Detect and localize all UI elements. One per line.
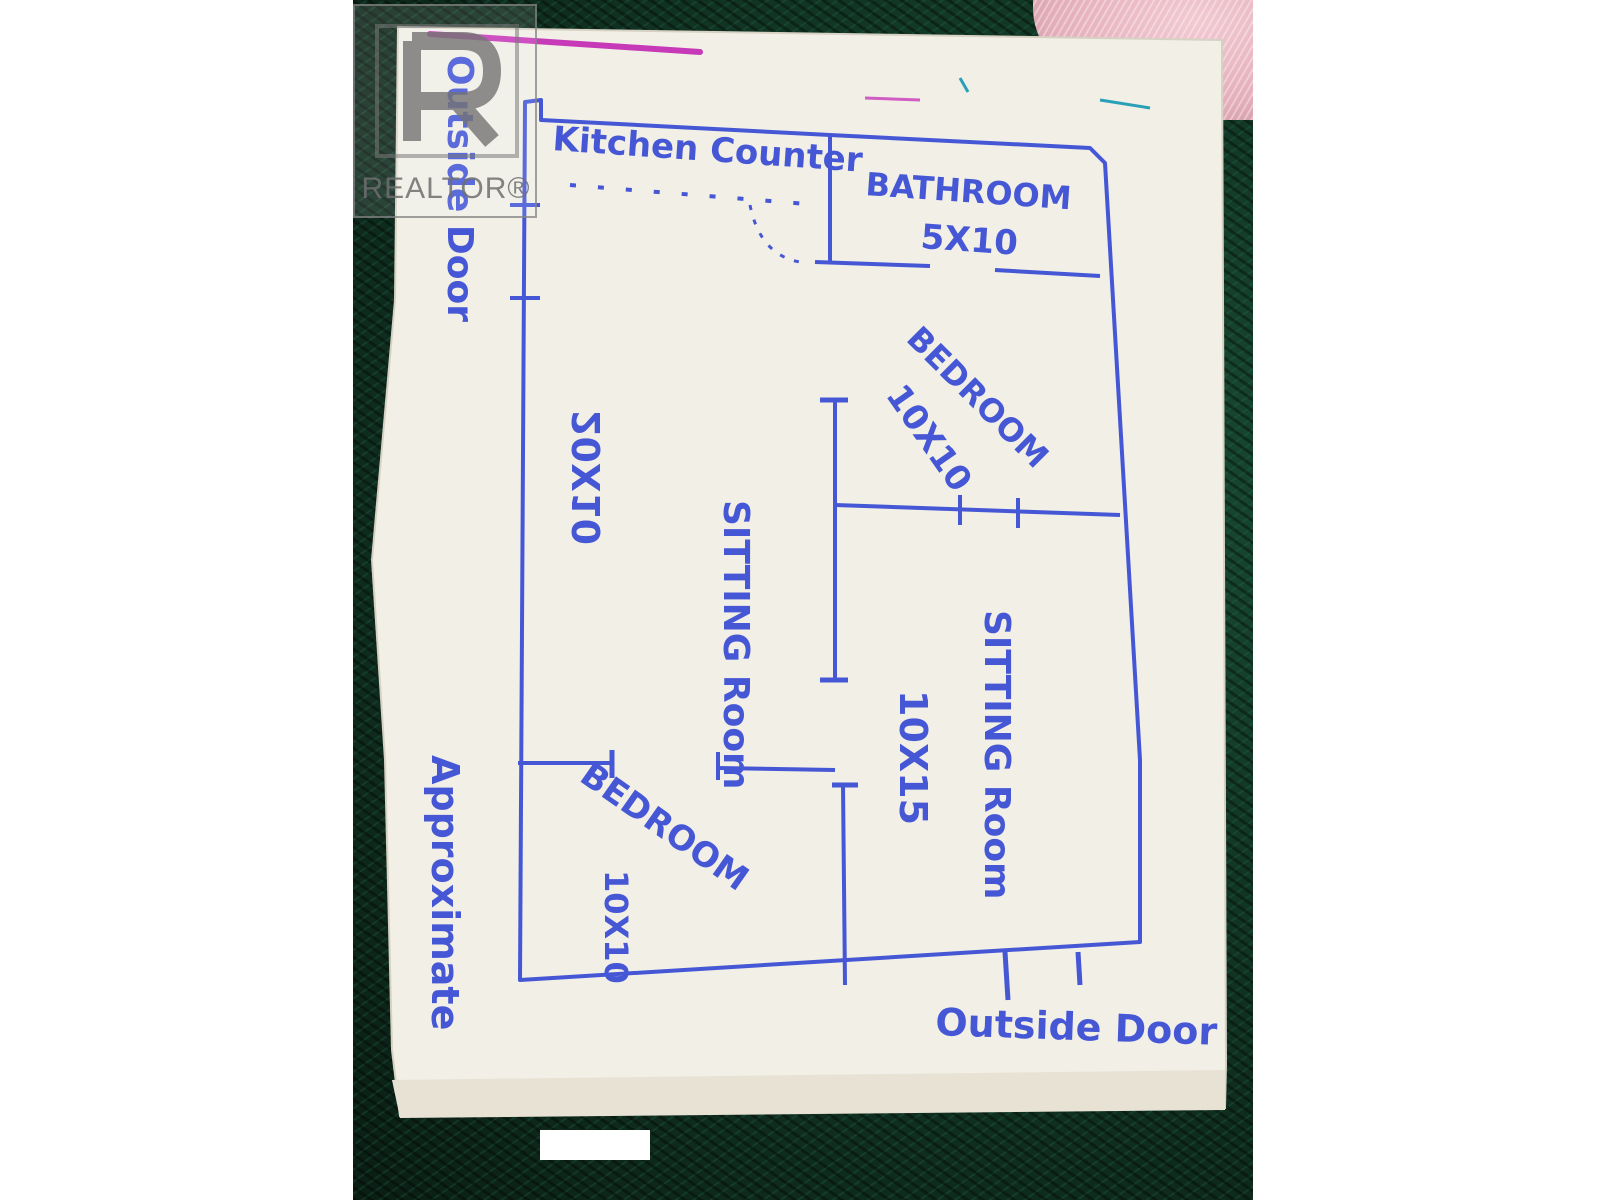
approximate-label: Approximate [423,755,467,1030]
lower-bedroom-wall-vertical [841,784,847,986]
teal-mark-2 [1099,98,1151,110]
bedroom-lower-size: 10X10 [597,870,635,984]
white-tab [540,1130,650,1160]
pink-dash [864,96,921,102]
bathroom-wall-bottom [814,260,931,268]
realtor-logo: REALTOR® [353,4,537,218]
bathroom-wall-bottom-right [994,268,1101,278]
teal-mark [958,77,970,93]
sitting-room-left-label: SITTING Room [715,500,756,790]
outer-wall [518,98,1142,982]
bathroom-size: 5X10 [919,217,1019,264]
bottom-door-mark-1 [1002,951,1011,1001]
lower-bedroom-wall-top-right [717,766,836,772]
realtor-r-icon [375,24,519,158]
realtor-wordmark: REALTOR® [361,172,531,205]
bottom-door-mark-2 [1075,951,1083,986]
sitting-room-right-label: SITTING Room [976,610,1017,900]
sitting-room-right-size: 10X15 [891,690,935,825]
bedroom-wall-horizontal [834,503,1121,517]
paper-bottom-edge [392,1070,1225,1118]
sitting-room-left-size: 20X10 [565,410,609,545]
outside-door-bottom-label: Outside Door [935,1000,1218,1054]
